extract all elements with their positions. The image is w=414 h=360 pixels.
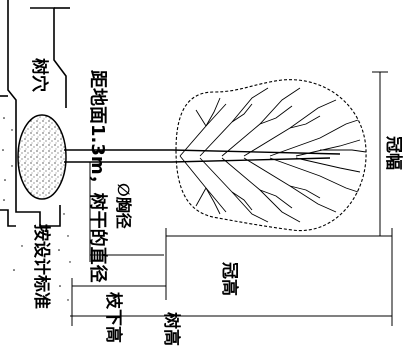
tree-height-label: 树高	[161, 312, 182, 346]
clear-height-label: 枝下高	[103, 292, 124, 343]
ground-profile	[0, 0, 70, 227]
dbh-label: ∅胸径	[114, 183, 133, 229]
height-dimensions	[70, 162, 393, 326]
tree-pit-label: 树穴	[29, 58, 50, 92]
ground-dots	[2, 117, 71, 301]
crown-width-label: 冠幅	[383, 136, 404, 170]
crown-height-label: 冠高	[219, 262, 240, 296]
crown-outline	[175, 79, 367, 232]
trunk	[64, 149, 341, 163]
root-ball	[17, 114, 67, 200]
trunk-measure-label: 距地面1.3m，树干的直径	[87, 70, 109, 283]
crown-branches	[179, 87, 367, 223]
per-design-label: 按设计标准	[31, 224, 52, 309]
